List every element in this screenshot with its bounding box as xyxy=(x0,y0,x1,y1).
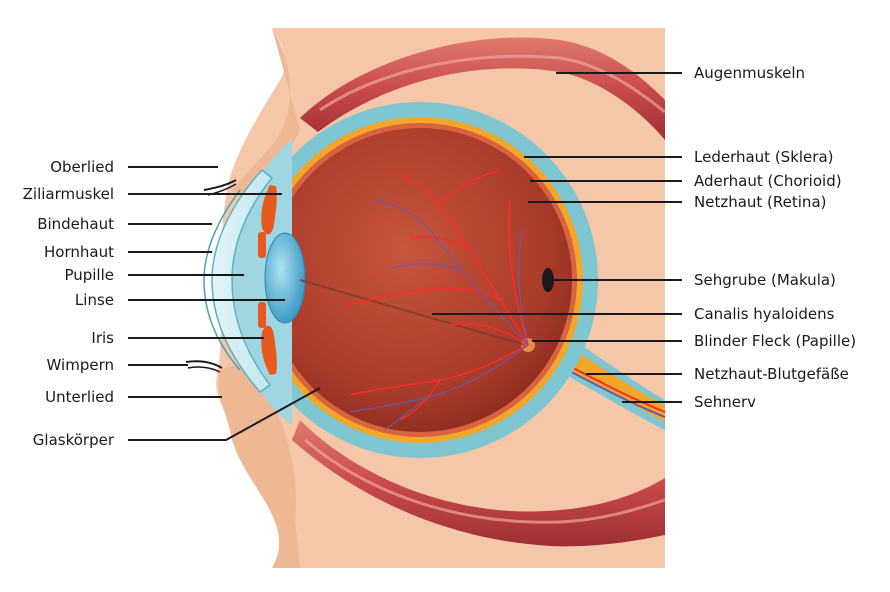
label-iris: Iris xyxy=(91,329,114,347)
retinal-vessels-blue xyxy=(349,199,529,431)
lens xyxy=(264,232,306,324)
lower-eyelid xyxy=(218,365,300,568)
label-sehnerv: Sehnerv xyxy=(694,393,757,411)
label-netzhaut: Netzhaut (Retina) xyxy=(694,193,827,211)
lower-eyelashes xyxy=(185,360,223,369)
leader-lines xyxy=(128,72,682,441)
ciliary-muscle-upper xyxy=(261,185,277,235)
label-augenmuskeln: Augenmuskeln xyxy=(694,64,806,82)
label-bindehaut: Bindehaut xyxy=(37,215,114,233)
label-wimpern: Wimpern xyxy=(46,356,114,374)
cornea xyxy=(211,168,274,394)
label-blinder-fleck: Blinder Fleck (Papille) xyxy=(694,332,857,350)
label-netzhaut-blutgefaesse: Netzhaut-Blutgefäße xyxy=(694,365,849,383)
iris-lower xyxy=(258,302,266,328)
ciliary-muscle-lower xyxy=(261,325,277,375)
leader-glaskoerper xyxy=(128,387,321,441)
macula xyxy=(542,268,554,292)
label-canalis-hyaloidens: Canalis hyaloidens xyxy=(694,305,835,323)
label-hornhaut: Hornhaut xyxy=(44,243,114,261)
lower-eyelashes-2 xyxy=(187,366,221,373)
upper-eye-muscle xyxy=(300,37,665,140)
label-lederhaut: Lederhaut (Sklera) xyxy=(694,148,834,166)
label-linse: Linse xyxy=(74,291,114,309)
retinal-vessels-red xyxy=(344,169,529,421)
label-oberlied: Oberlied xyxy=(50,158,114,176)
label-unterlied: Unterlied xyxy=(45,388,114,406)
lower-eye-muscle xyxy=(292,420,665,547)
upper-eye-muscle-highlight xyxy=(319,54,666,114)
upper-eyelashes xyxy=(203,179,237,191)
iris-upper xyxy=(258,232,266,258)
label-glaskoerper: Glaskörper xyxy=(32,431,114,449)
hyaloid-canal xyxy=(299,279,526,346)
label-aderhaut: Aderhaut (Chorioid) xyxy=(694,172,842,190)
label-ziliarmuskel: Ziliarmuskel xyxy=(22,185,114,203)
lower-eye-muscle-highlight xyxy=(304,438,666,524)
cornea-outer-line xyxy=(203,189,241,371)
label-pupille: Pupille xyxy=(64,266,114,284)
label-sehgrube: Sehgrube (Makula) xyxy=(694,271,836,289)
vitreous-body xyxy=(268,128,572,432)
